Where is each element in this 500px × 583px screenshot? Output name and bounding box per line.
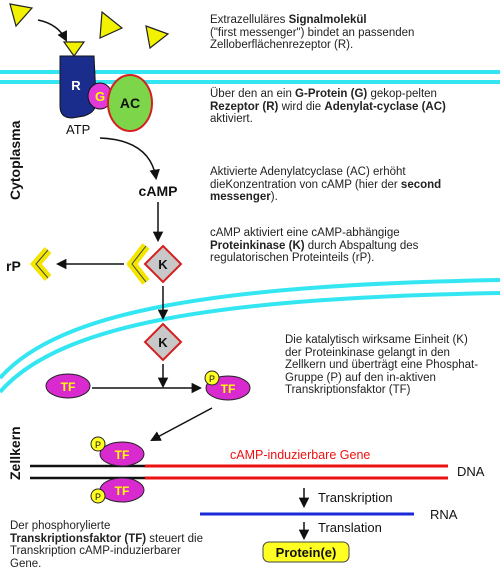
text-segment: steuert die Transkription cAMP-induzierb… [10, 532, 204, 570]
adenylatcyclase [107, 74, 153, 132]
explanation-signal-molecule: Extrazelluläres Signalmolekül ("first me… [210, 14, 470, 52]
phosphate-label: P [95, 492, 101, 502]
bold-segment: Rezeptor (R) [210, 100, 279, 113]
bold-segment: G-Protein (G) [295, 88, 368, 100]
inactive-tf [45, 373, 91, 399]
receptor-label: R [71, 78, 81, 93]
tf-bound-upper [99, 441, 145, 467]
text-segment: cAMP aktiviert eine cAMP-abhängige [210, 227, 400, 239]
bold-segment: Adenylat-cyclase (AC) [324, 100, 446, 113]
protein-box [262, 541, 350, 563]
camp-label: cAMP [139, 183, 178, 199]
atp-camp-arrow [99, 137, 160, 181]
text-segment: Der phosphorylierte [10, 520, 111, 532]
text-segment: durch Abspaltung des regulatorischen Pro… [210, 239, 419, 265]
text-segment: Extrazelluläres [210, 14, 289, 26]
text-segment: aktiviert. [210, 113, 253, 125]
tf-bound-upper-label: TF [115, 448, 130, 462]
inactive-tf-label: TF [61, 380, 76, 394]
explanation-proteinkinase: cAMP aktiviert eine cAMP-abhängige Prote… [210, 227, 475, 265]
text-segment: gekop-pelten [367, 88, 437, 100]
regulatory-unit-outline [131, 245, 147, 283]
translation-label: Translation [318, 520, 382, 535]
bold-segment: Signalmolekül [288, 14, 367, 26]
text-segment: ("first messenger") bindet an passenden … [210, 26, 415, 52]
kinase-in-nucleus [143, 322, 183, 362]
bound-signal-molecule [62, 41, 86, 58]
adenylatcyclase-label: AC [120, 95, 140, 111]
kinase-unit [143, 244, 183, 284]
tf-to-dna-arrow [150, 407, 213, 441]
tf-bound-lower-label: TF [115, 484, 130, 498]
signal-molecules [9, 3, 170, 50]
explanation-receptor: Über den an ein G-Protein (G) gekop-pelt… [210, 88, 475, 126]
explanation-phosphorylated-tf: Der phosphorylierte Transkriptionsfaktor… [10, 520, 210, 570]
regulatory-protein-outline [35, 249, 49, 279]
bold-segment: Transkriptionsfaktor (TF) [10, 532, 147, 545]
text-segment: wird die [278, 100, 325, 113]
phosphate-group [204, 370, 220, 386]
phosphate-group [90, 488, 106, 504]
phosphate-label: P [209, 374, 215, 384]
rna-label: RNA [430, 507, 458, 522]
phosphorylated-tf-label: TF [221, 382, 236, 396]
text-segment: Über den an ein [210, 88, 296, 100]
cytoplasma-label: Cytoplasma [7, 120, 23, 200]
g-protein-label: G [95, 89, 105, 104]
regulatory-protein-part [30, 247, 52, 281]
dna [30, 464, 448, 480]
explanation-transcription-factor: Die katalytisch wirksame Einheit (K) der… [285, 334, 485, 397]
protein-kinase-complex: K [126, 243, 183, 285]
explanation-adenylatcyclase: Aktivierte Adenylatcyclase (AC) erhöht d… [210, 166, 475, 204]
kinase-label: K [158, 257, 168, 272]
text-segment: Aktivierte Adenylatcyclase (AC) erhöht d… [210, 166, 406, 191]
signal-molecule [99, 10, 124, 39]
zellkern-label: Zellkern [7, 426, 23, 480]
text-segment: ). [270, 191, 278, 203]
kinase-nucleus-label: K [158, 335, 168, 350]
transkription-label: Transkription [318, 490, 393, 505]
protein-label: Protein(e) [276, 545, 337, 560]
signal-molecule [9, 3, 34, 28]
bold-segment: second messenger [210, 178, 442, 204]
receptor-complex: R G AC [59, 41, 153, 132]
text-segment: Die katalytisch wirksame Einheit (K) der… [285, 334, 479, 396]
phosphate-group [90, 436, 106, 452]
phosphate-label: P [95, 440, 101, 450]
atp-label: ATP [66, 122, 90, 137]
dna-label: DNA [457, 464, 485, 479]
bold-segment: Proteinkinase (K) [210, 239, 305, 252]
genes-label: cAMP-induzierbare Gene [230, 448, 370, 462]
binding-arrow [37, 19, 67, 42]
signal-molecule [145, 25, 170, 50]
rp-label: rP [6, 258, 21, 274]
